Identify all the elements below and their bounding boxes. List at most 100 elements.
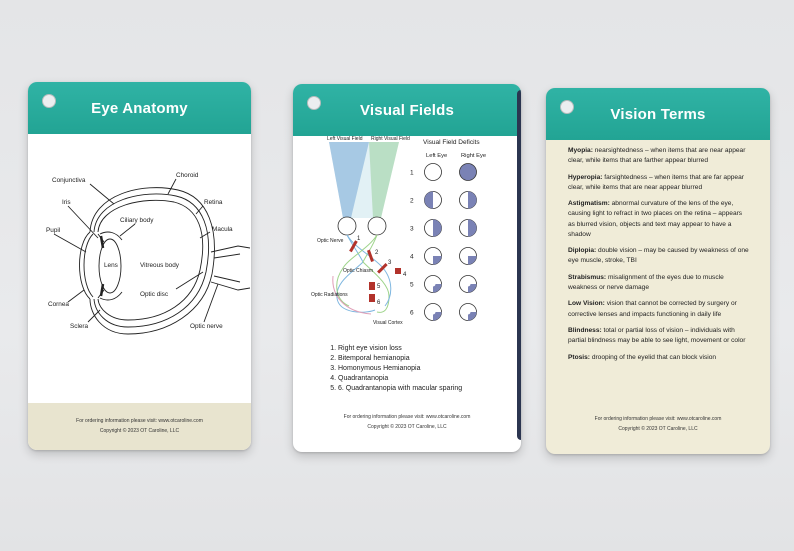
right-eye-field [459,275,477,293]
ordering-info: For ordering information please visit: w… [594,416,722,422]
right-eye-field [459,303,477,321]
label-optic-disc: Optic disc [140,291,169,298]
term-definition: misalignment of the eyes due to muscle w… [568,273,724,291]
left-eye-field [424,303,442,321]
term-definition: vision that cannot be corrected by surge… [568,300,737,318]
copyright: Copyright © 2023 OT Caroline, LLC [367,424,447,430]
label-macula: Macula [212,226,233,233]
ordering-info: For ordering information please visit: w… [343,414,471,420]
label-pupil: Pupil [46,227,60,234]
term-definition: drooping of the eyelid that can block vi… [589,353,717,361]
deficit-item: 6. Quadrantanopia with macular sparing [338,384,462,394]
term-item: Myopia: nearsightedness – when items tha… [568,146,750,166]
term-item: Astigmatism: abnormal curvature of the l… [568,199,750,240]
footer-band [28,403,251,450]
right-eye-field [459,219,477,237]
punch-hole [307,96,321,110]
card-title: Eye Anatomy [91,99,188,117]
label-optic-radiations: Optic Radiations [311,292,348,298]
copyright: Copyright © 2023 OT Caroline, LLC [99,428,180,434]
deficit-list: Right eye vision loss Bitemporal hemiano… [323,344,462,394]
row-number: 6 [410,310,414,317]
right-eye-field [459,247,477,265]
term-name: Strabismus: [568,273,607,281]
left-eye-field [424,247,442,265]
label-vitreous-body: Vitreous body [140,262,180,269]
term-definition: abnormal curvature of the lens of the ey… [568,200,743,238]
term-definition: total or partial loss of vision – indivi… [568,326,746,345]
left-eye-field [424,275,442,293]
term-name: Blindness: [568,326,602,334]
row-number: 4 [410,254,414,261]
row-number: 3 [410,226,414,233]
label-optic-chiasm: Optic Chiasm [343,268,373,274]
punch-hole [42,94,56,108]
row-number: 5 [410,282,414,289]
term-name: Low Vision: [568,300,605,308]
label-cornea: Cornea [48,301,69,308]
punch-hole [560,100,574,114]
card-footer: For ordering information please visit: w… [28,416,251,436]
label-retina: Retina [204,199,223,206]
lesion-marker: 3 [388,260,392,266]
term-item: Ptosis: drooping of the eyelid that can … [568,353,750,363]
eye-anatomy-card: Eye Anatomy [28,82,251,450]
left-eye-field [424,191,442,209]
deficit-item: Bitemporal hemianopia [338,354,462,364]
term-definition: nearsightedness – when items that are ne… [568,147,746,165]
label-left-visual-field: Left Visual Field [327,136,363,142]
row-number: 1 [410,170,414,177]
term-name: Diplopia: [568,247,597,255]
card-footer: For ordering information please visit: w… [293,412,521,432]
row-number: 2 [410,198,414,205]
lesion-marker: 6 [377,300,381,306]
label-iris: Iris [62,199,71,206]
terms-list: Myopia: nearsightedness – when items tha… [568,146,750,369]
label-lens: Lens [104,262,118,269]
card-title: Vision Terms [610,105,706,123]
lesion-marker: 5 [377,284,381,290]
lesion-marker: 1 [357,236,361,242]
vision-terms-card: Vision Terms Myopia: nearsightedness – w… [546,88,770,454]
card-footer: For ordering information please visit: w… [546,414,770,434]
term-definition: farsightedness – when items that are far… [568,173,744,191]
label-visual-cortex: Visual Cortex [373,320,403,326]
left-eye-field [424,219,442,237]
deficits-title: Visual Field Deficits [423,139,480,146]
visual-pathway-diagram: Left Visual Field Right Visual Field Opt… [311,136,486,326]
term-item: Low Vision: vision that cannot be correc… [568,299,750,319]
copyright: Copyright © 2023 OT Caroline, LLC [618,426,698,432]
left-eye-label: Left Eye [426,153,447,159]
term-item: Strabismus: misalignment of the eyes due… [568,273,750,293]
deficit-item: Quadrantanopia [338,374,462,384]
label-sclera: Sclera [70,323,89,330]
card-header: Vision Terms [546,88,770,140]
term-name: Hyperopia: [568,173,603,181]
term-name: Myopia: [568,147,593,154]
visual-fields-card: Visual Fields Left Visual Field [293,84,521,452]
term-name: Ptosis: [568,353,590,361]
deficit-item: Homonymous Hemianopia [338,364,462,374]
label-optic-nerve: Optic nerve [190,323,223,330]
term-item: Blindness: total or partial loss of visi… [568,326,750,346]
label-ciliary-body: Ciliary body [120,217,154,224]
card-stack-edge [517,90,521,440]
card-title: Visual Fields [359,101,455,119]
deficit-item: Right eye vision loss [338,344,462,354]
term-item: Hyperopia: farsightedness – when items t… [568,173,750,193]
term-definition: double vision – may be caused by weaknes… [568,247,749,265]
right-eye-field [459,191,477,209]
term-item: Diplopia: double vision – may be caused … [568,246,750,266]
lesion-marker: 4 [403,272,407,278]
term-name: Astigmatism: [568,200,610,208]
lesion-marker: 2 [375,250,379,256]
right-eye-field [459,163,477,181]
eye-anatomy-diagram: Conjunctiva Choroid Iris Retina Ciliary … [46,172,251,335]
card-header: Visual Fields [293,84,521,136]
left-eye-field [424,163,442,181]
card-header: Eye Anatomy [28,82,251,134]
label-conjunctiva: Conjunctiva [52,177,86,184]
label-optic-nerve: Optic Nerve [317,238,344,244]
ordering-info: For ordering information please visit: w… [76,418,203,424]
label-right-visual-field: Right Visual Field [371,136,410,142]
